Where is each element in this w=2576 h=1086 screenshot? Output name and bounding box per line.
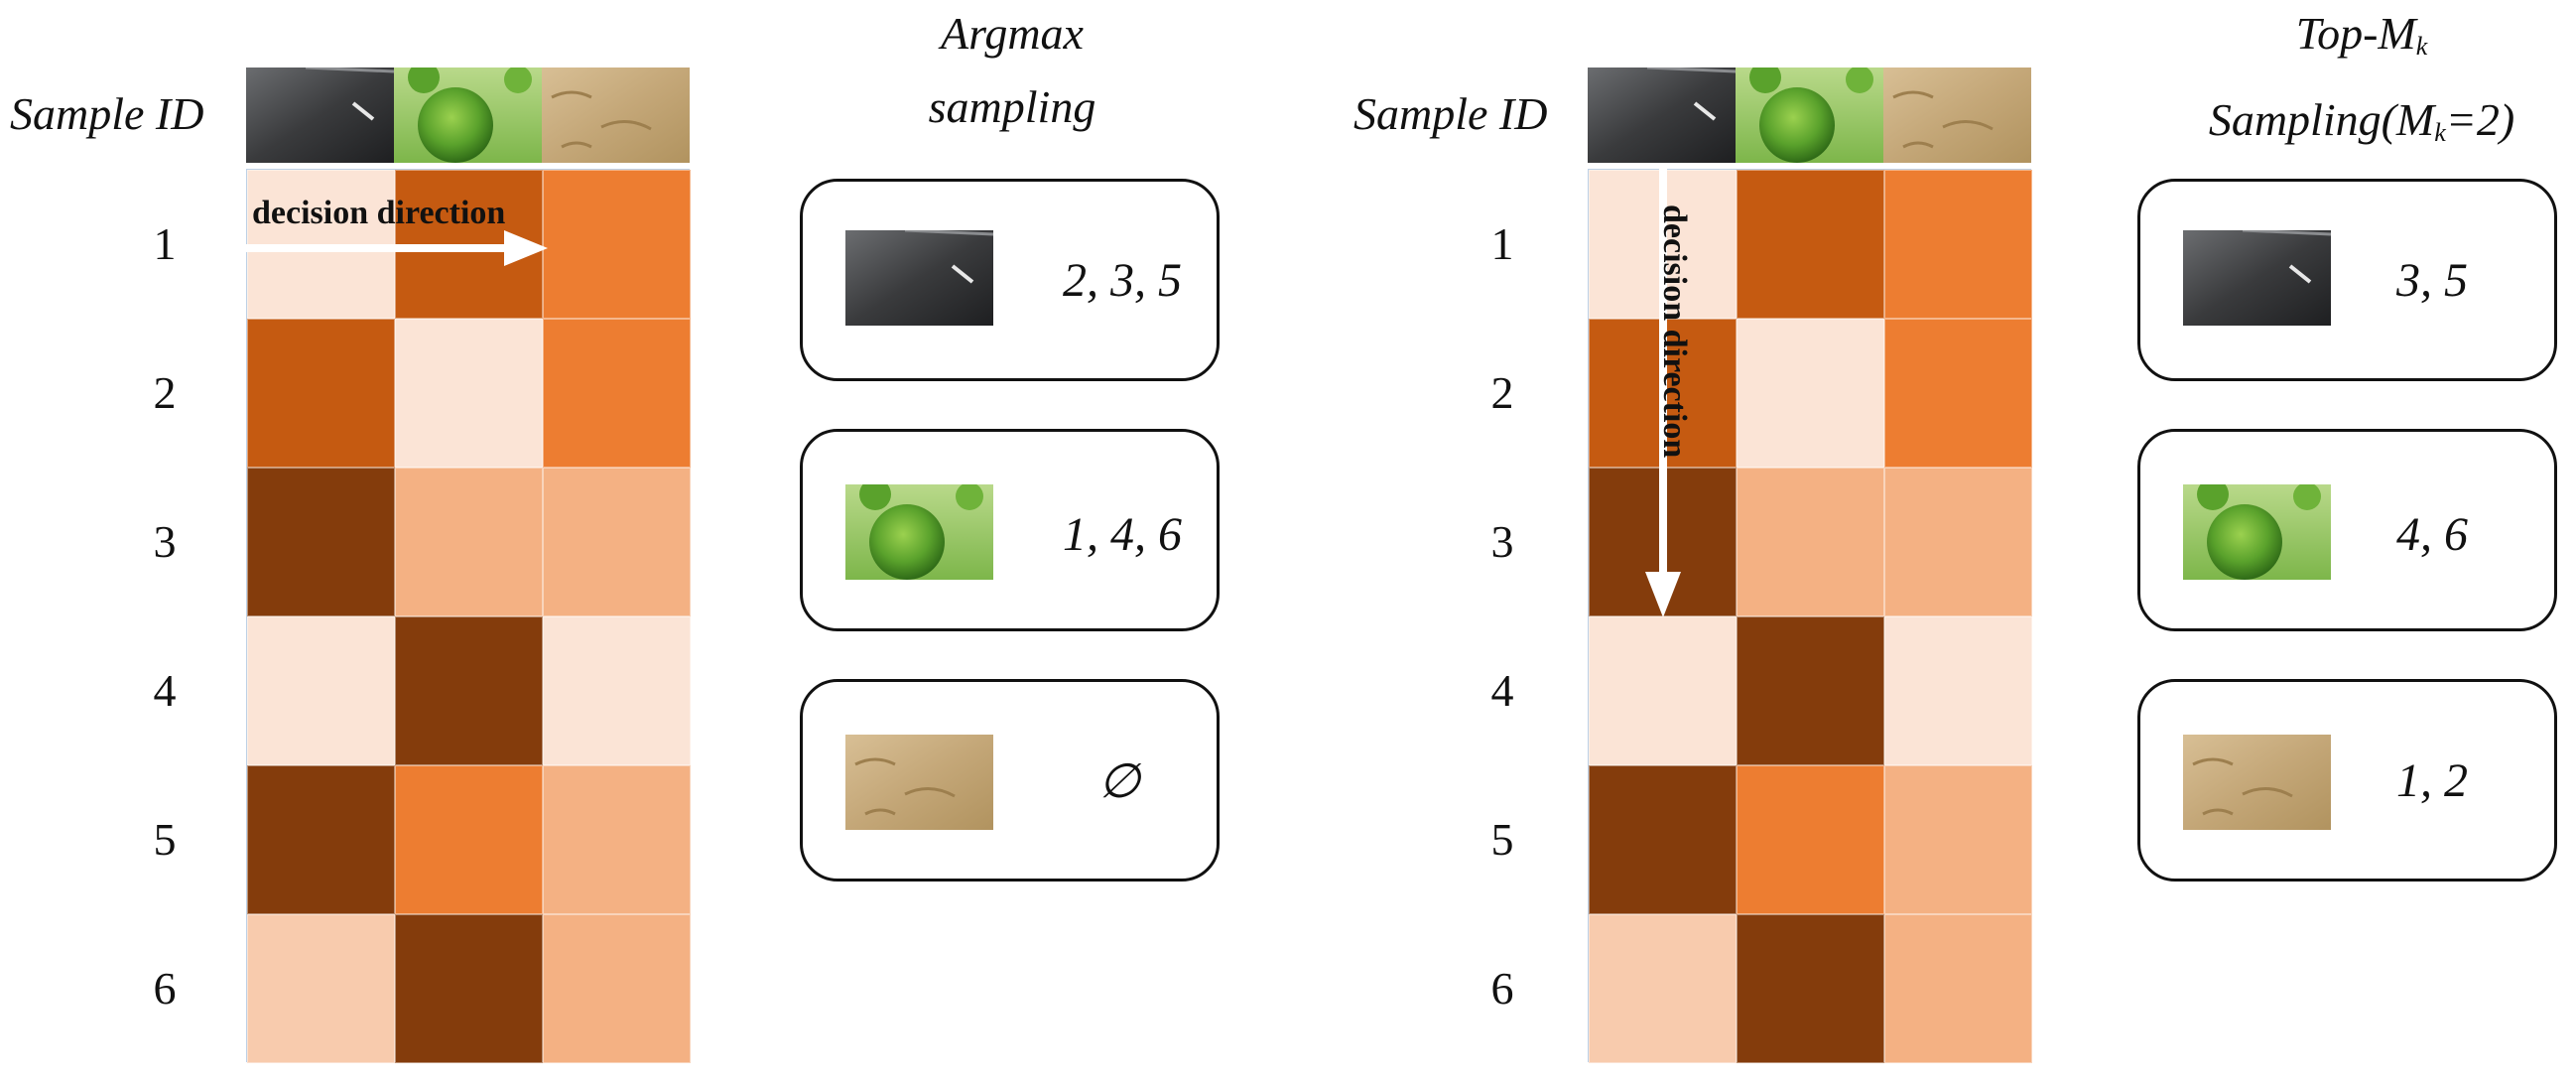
matrix-cell xyxy=(1737,170,1884,319)
right-class-image-strip xyxy=(1588,68,2031,163)
asphalt-road-image xyxy=(246,68,394,163)
matrix-cell xyxy=(1737,914,1884,1063)
matrix-cell xyxy=(1737,616,1884,765)
matrix-cell xyxy=(1884,468,2032,616)
right-decision-arrow xyxy=(1645,167,1681,617)
left-probability-matrix xyxy=(246,169,691,1063)
right-row-id: 5 xyxy=(1490,814,1514,865)
left-decision-direction-label: decision direction xyxy=(252,195,506,231)
left-group-samples: ∅ xyxy=(1098,755,1140,808)
sand-image xyxy=(2183,735,2331,830)
left-row-id: 6 xyxy=(153,963,177,1014)
right-group-box-road: 3, 5 xyxy=(2137,179,2557,381)
right-row-id: 2 xyxy=(1490,367,1514,418)
matrix-cell xyxy=(395,914,543,1063)
matrix-cell xyxy=(1884,765,2032,914)
right-decision-direction-label: decision direction xyxy=(1656,204,1693,459)
right-probability-matrix xyxy=(1588,169,2032,1063)
left-group-box-bush: 1, 4, 6 xyxy=(800,429,1220,631)
matrix-cell xyxy=(1884,170,2032,319)
matrix-cell xyxy=(247,468,395,616)
left-group-box-sand: ∅ xyxy=(800,679,1220,882)
matrix-cell xyxy=(1737,765,1884,914)
asphalt-road-image xyxy=(2183,230,2331,326)
matrix-cell xyxy=(543,765,691,914)
left-group-box-road: 2, 3, 5 xyxy=(800,179,1220,381)
green-bush-image xyxy=(845,484,993,580)
matrix-cell xyxy=(1884,914,2032,1063)
right-row-id: 6 xyxy=(1490,963,1514,1014)
right-group-samples: 3, 5 xyxy=(2396,254,2468,307)
matrix-cell xyxy=(247,914,395,1063)
left-row-id: 3 xyxy=(153,516,177,567)
right-group-box-bush: 4, 6 xyxy=(2137,429,2557,631)
sand-image xyxy=(1883,68,2031,163)
sand-image xyxy=(845,735,993,830)
right-group-samples: 1, 2 xyxy=(2396,754,2468,807)
matrix-cell xyxy=(1589,616,1737,765)
left-row-id: 1 xyxy=(153,218,177,269)
matrix-cell xyxy=(1589,914,1737,1063)
matrix-cell xyxy=(247,319,395,468)
right-row-id: 4 xyxy=(1490,665,1514,716)
matrix-cell xyxy=(543,319,691,468)
green-bush-image xyxy=(394,68,542,163)
matrix-cell xyxy=(395,616,543,765)
right-heading: Top-Mk Sampling(Mk=2) xyxy=(2208,8,2515,147)
matrix-cell xyxy=(247,616,395,765)
green-bush-image xyxy=(2183,484,2331,580)
matrix-cell xyxy=(1884,616,2032,765)
matrix-cell xyxy=(247,765,395,914)
left-row-id: 4 xyxy=(153,665,177,716)
matrix-cell xyxy=(395,765,543,914)
matrix-cell xyxy=(543,914,691,1063)
left-row-id: 5 xyxy=(153,814,177,865)
sand-image xyxy=(542,68,690,163)
left-decision-arrow xyxy=(244,230,548,266)
matrix-cell xyxy=(1737,319,1884,468)
matrix-cell xyxy=(1589,765,1737,914)
asphalt-road-image xyxy=(845,230,993,326)
left-group-samples: 2, 3, 5 xyxy=(1063,254,1182,307)
right-row-id: 3 xyxy=(1490,516,1514,567)
green-bush-image xyxy=(1736,68,1883,163)
left-class-image-strip xyxy=(246,68,690,163)
matrix-cell xyxy=(543,170,691,319)
right-row-id: 1 xyxy=(1490,218,1514,269)
left-row-id: 2 xyxy=(153,367,177,418)
matrix-cell xyxy=(1737,468,1884,616)
matrix-cell xyxy=(543,616,691,765)
left-sample-id-label: Sample ID xyxy=(10,88,204,139)
right-group-samples: 4, 6 xyxy=(2396,508,2468,561)
matrix-cell xyxy=(1884,319,2032,468)
left-group-samples: 1, 4, 6 xyxy=(1063,508,1182,561)
right-sample-id-label: Sample ID xyxy=(1353,88,1548,139)
matrix-cell xyxy=(395,319,543,468)
matrix-cell xyxy=(395,468,543,616)
asphalt-road-image xyxy=(1588,68,1736,163)
matrix-cell xyxy=(543,468,691,616)
left-heading: Argmax sampling xyxy=(928,8,1096,132)
right-group-box-sand: 1, 2 xyxy=(2137,679,2557,882)
